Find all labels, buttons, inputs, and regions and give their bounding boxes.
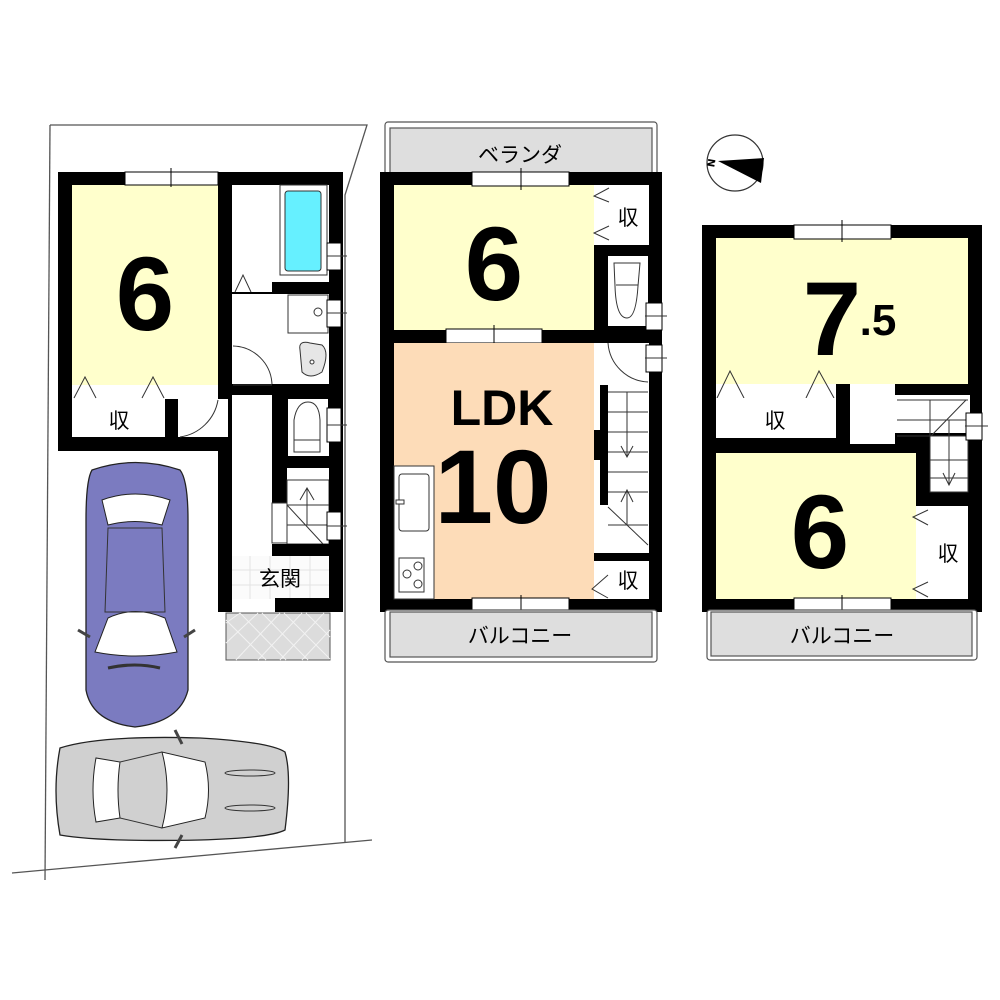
car-blue-icon (77, 461, 196, 728)
lot-boundary-left (44, 124, 51, 881)
floor2-veranda-label: ベランダ (478, 143, 562, 167)
floor2-ldk-label: LDK (451, 380, 554, 436)
floor3-balcony (710, 611, 973, 657)
floor2-balcony-label: バルコニー (468, 624, 573, 648)
floor2-balcony (389, 611, 653, 658)
floor2-bedroom (394, 185, 594, 330)
floor3-balcony-label: バルコニー (790, 624, 895, 648)
car-gray-icon (55, 729, 290, 849)
toilet-icon (613, 262, 641, 319)
floor-3: N (702, 134, 988, 661)
lot-boundary-bottom (11, 839, 373, 874)
lot-boundary-top-right (50, 124, 368, 843)
floor3-bedroom-bottom (716, 453, 916, 599)
north-compass-icon: N (706, 134, 764, 192)
floor1-bedroom (72, 185, 218, 385)
floor1-bedroom-size: 6 (116, 236, 174, 353)
entrance-porch (225, 612, 331, 661)
floor-2 (380, 121, 667, 663)
floor1-entrance-label: 玄関 (259, 567, 301, 591)
floor-1 (11, 124, 373, 881)
floor1-storage (72, 399, 165, 439)
floor2-storage-bottom-label: 収 (618, 569, 639, 593)
floor3-bedroom-top-size-decimal: .5 (860, 296, 897, 345)
floor2-bedroom-size: 6 (465, 206, 523, 323)
stair-arrow-up-icon (299, 487, 315, 501)
floor3-storage-right (928, 507, 968, 599)
floor2-ldk-size: 10 (435, 429, 552, 546)
stair-arrow-down-icon (620, 445, 634, 459)
floor3-storage-left (716, 398, 836, 438)
floor3-storage-left-label: 収 (765, 409, 786, 433)
floor1-entrance (232, 556, 329, 599)
floor1-storage-label: 収 (109, 409, 130, 433)
door-swing (179, 399, 219, 438)
floor3-bedroom-top-size: 7 (803, 261, 861, 378)
door-swing (607, 342, 649, 383)
toilet-icon (293, 401, 321, 453)
floor3-storage-right-label: 収 (938, 542, 959, 566)
compass-north-label: N (706, 158, 718, 168)
door-swing (232, 345, 273, 386)
bathtub-icon (284, 190, 322, 272)
floor3-bedroom-top (716, 238, 968, 384)
stair-arrow-down-icon (942, 472, 956, 487)
sink-icon (299, 341, 327, 377)
stair-arrow-up-icon (620, 488, 634, 503)
floor2-storage-top-label: 収 (618, 206, 639, 230)
floor3-bedroom-bottom-size: 6 (791, 474, 849, 591)
